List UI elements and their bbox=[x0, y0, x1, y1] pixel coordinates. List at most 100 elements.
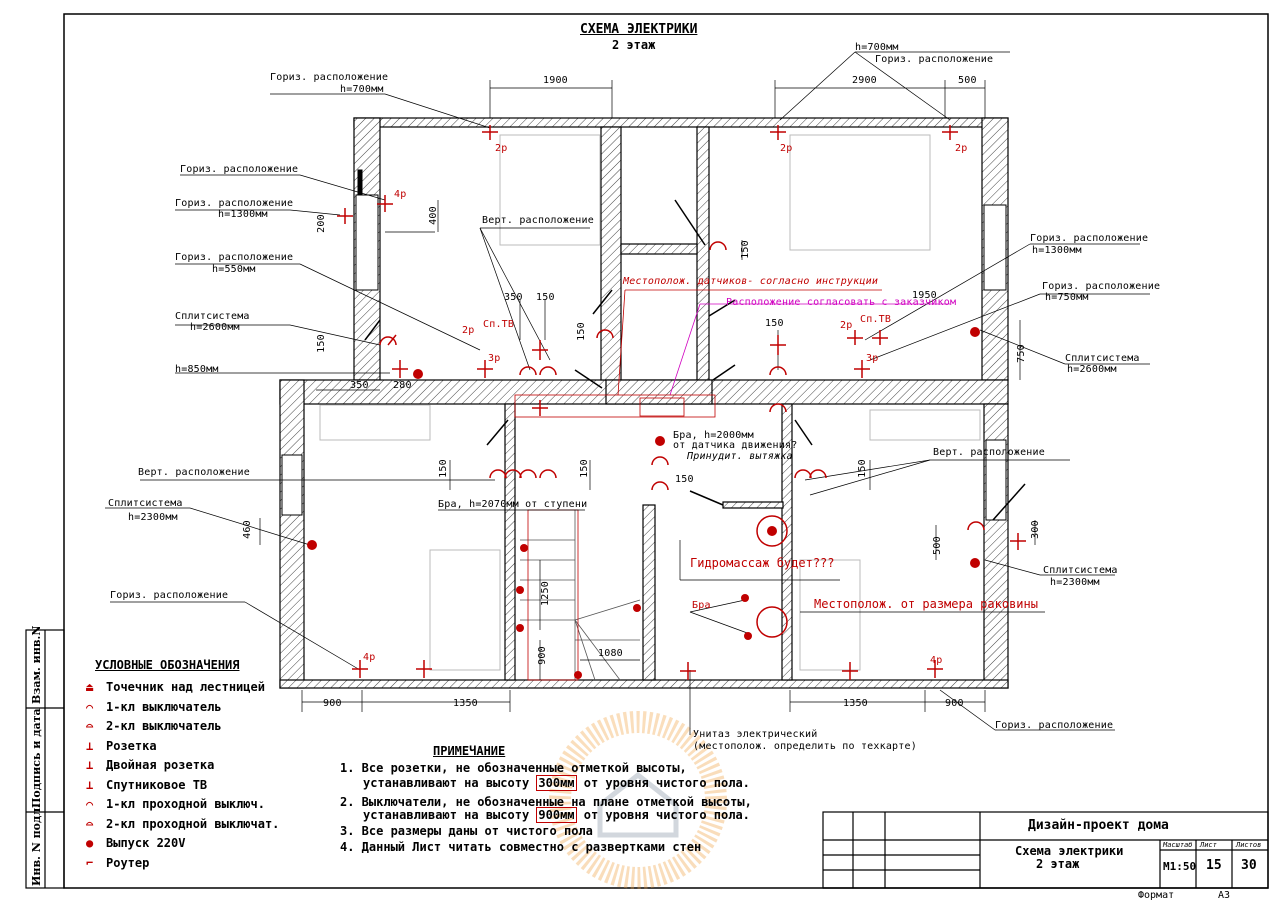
legend-label: 2-кл проходной выключат. bbox=[106, 816, 280, 831]
annotation: Сплитсистема bbox=[108, 498, 183, 509]
sat-tv-tag: Сп.ТВ bbox=[860, 314, 892, 325]
annotation: Гориз. расположение bbox=[270, 72, 389, 83]
note-2-cont: устанавливают на высоту 900мм от уровня … bbox=[363, 807, 750, 823]
switch-1-icon: ⌒ bbox=[86, 699, 94, 714]
legend-label: Спутниковое ТВ bbox=[106, 777, 208, 792]
annotation: h=750мм bbox=[1045, 292, 1089, 303]
stamp-scale: М1:50 bbox=[1163, 860, 1197, 873]
stamp-sheets: 30 bbox=[1241, 858, 1257, 873]
dim-label: 150 bbox=[575, 322, 587, 341]
outlet-220-points bbox=[307, 327, 980, 679]
dim-label: 350 bbox=[350, 380, 369, 391]
annotation: h=1300мм bbox=[1032, 245, 1082, 256]
note-4: 4. Данный Лист читать совместно с развер… bbox=[340, 840, 702, 854]
pole-tag: 4р bbox=[363, 652, 376, 663]
legend-item: ⊥Розетка bbox=[86, 739, 157, 753]
annotation: Сплитсистема bbox=[1065, 353, 1140, 364]
dim-label: 400 bbox=[427, 206, 439, 225]
side-label-signature: Подпись и дата bbox=[30, 708, 43, 808]
side-strip bbox=[25, 629, 65, 889]
annotation: Верт. расположение bbox=[933, 447, 1045, 458]
note-value-boxed: 900мм bbox=[536, 807, 577, 823]
legend-title: УСЛОВНЫЕ ОБОЗНАЧЕНИЯ bbox=[95, 658, 240, 672]
dim-label: 1080 bbox=[598, 648, 623, 659]
socket-icon bbox=[477, 360, 493, 378]
annotation: h=2600мм bbox=[1067, 364, 1117, 375]
dim-label: 900 bbox=[536, 646, 548, 665]
socket-icon bbox=[416, 660, 432, 678]
socket-icon bbox=[847, 330, 863, 345]
annotation: Сплитсистема bbox=[175, 311, 250, 322]
annotation: Принудит. вытяжка bbox=[687, 451, 793, 462]
magenta-lines bbox=[669, 303, 950, 396]
pole-tag: 4р bbox=[394, 189, 407, 200]
double-socket-icon: ⊥ bbox=[86, 758, 94, 772]
dim-label: 300 bbox=[1029, 520, 1041, 539]
legend-label: Точечник над лестницей bbox=[106, 680, 265, 694]
sheet-frame bbox=[63, 13, 1269, 889]
dim-label: 1900 bbox=[543, 75, 568, 86]
router-icon: ⌐ bbox=[86, 855, 94, 870]
stamp-project: Дизайн-проект дома bbox=[1028, 818, 1169, 833]
annotation: h=1300мм bbox=[218, 209, 268, 220]
side-label-replacement: Взам. инв.N bbox=[30, 625, 43, 704]
dim-label: 150 bbox=[578, 459, 590, 478]
leader-lines bbox=[105, 51, 1150, 735]
legend-label: 2-кл выключатель bbox=[106, 719, 222, 733]
socket-icon bbox=[352, 660, 368, 678]
switch-2-icon: ⌓ bbox=[86, 719, 94, 733]
pass-switch-2-icon: ⌓ bbox=[86, 816, 94, 831]
annotation: Гориз. расположение bbox=[995, 720, 1114, 731]
stamp-sheet-header: Лист bbox=[1200, 841, 1217, 849]
sink-icon bbox=[756, 606, 788, 638]
outlet-220-icon: ● bbox=[86, 836, 94, 850]
socket-icon bbox=[482, 125, 498, 140]
annotation: (местополож. определить по техкарте) bbox=[693, 741, 917, 752]
switch-icon bbox=[651, 456, 669, 491]
notes-title: ПРИМЕЧАНИЕ bbox=[433, 744, 506, 758]
socket-icon bbox=[392, 360, 408, 378]
socket-icon bbox=[680, 662, 696, 680]
switch-icon bbox=[794, 469, 827, 479]
socket-icon bbox=[770, 125, 786, 140]
legend-item: ●Выпуск 220V bbox=[86, 836, 185, 850]
annotation-magenta: Расположение согласовать с заказчиком bbox=[726, 297, 957, 308]
legend-label: 1-кл выключатель bbox=[106, 699, 222, 714]
legend-item: ⌓ 2-кл выключатель bbox=[86, 719, 222, 733]
dim-label: 1950 bbox=[912, 290, 937, 301]
socket-icon bbox=[377, 195, 393, 212]
pole-tag: 3р bbox=[866, 353, 879, 364]
dim-label: 150 bbox=[437, 459, 449, 478]
stamp-scale-header: Масштаб bbox=[1163, 841, 1193, 849]
watermark-logo bbox=[549, 711, 727, 889]
sat-tv-tag: Сп.ТВ bbox=[483, 319, 515, 330]
legend-item: ⌒1-кл проходной выключ. bbox=[86, 797, 265, 811]
switch-icon bbox=[967, 521, 985, 531]
annotation: от датчика движения? bbox=[673, 440, 798, 451]
socket-icon bbox=[770, 335, 786, 355]
legend-item: ⌒ 1-кл выключатель bbox=[86, 700, 222, 714]
satellite-tv-icon: ⊥ bbox=[86, 777, 94, 792]
annotation-red: Местополож. от размера раковины bbox=[814, 597, 1038, 611]
stamp-table bbox=[822, 811, 1269, 889]
legend-item: ⌓ 2-кл проходной выключат. bbox=[86, 817, 279, 831]
legend-label: 1-кл проходной выключ. bbox=[106, 797, 265, 811]
socket-icon bbox=[337, 208, 353, 224]
stamp-sheet-title: Схема электрики bbox=[1015, 844, 1124, 858]
dim-label: 460 bbox=[241, 520, 253, 539]
side-label-inventory: Инв. N подл. bbox=[30, 804, 43, 886]
dim-label: 900 bbox=[945, 698, 964, 709]
pole-tag: 2р bbox=[495, 143, 508, 154]
dim-label: 1250 bbox=[539, 581, 551, 606]
switch-icon bbox=[379, 334, 397, 346]
annotation: Гориз. расположение bbox=[1042, 281, 1161, 292]
annotation: Бра, h=2000мм bbox=[673, 430, 754, 441]
note-1-cont: устанавливают на высоту 300мм от уровня … bbox=[363, 775, 750, 791]
socket-icon bbox=[854, 360, 870, 378]
electrical-symbols bbox=[337, 125, 1026, 680]
legend-item: ⏏Точечник над лестницей bbox=[86, 680, 265, 694]
annotation: h=700мм bbox=[340, 84, 384, 95]
note-3: 3. Все размеры даны от чистого пола bbox=[340, 824, 593, 838]
note-1: 1. Все розетки, не обозначенные отметкой… bbox=[340, 761, 687, 775]
